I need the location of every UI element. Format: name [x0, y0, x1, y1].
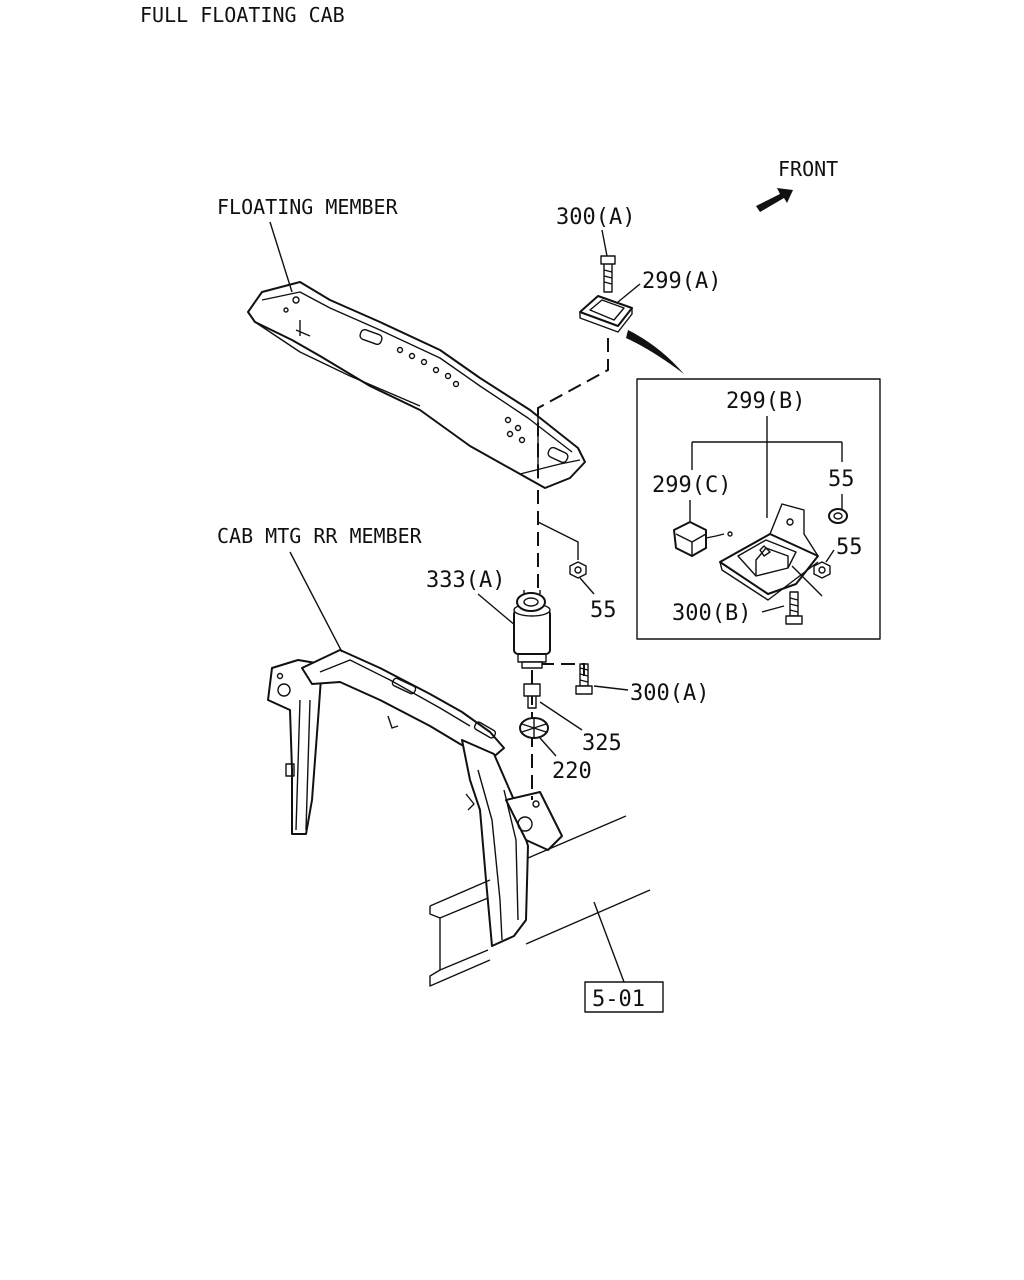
nut-55-inset-top[interactable] [828, 508, 848, 524]
part-325-label: 325 [582, 731, 622, 756]
part-299b-leader [691, 416, 843, 518]
front-label: FRONT [778, 157, 838, 181]
ref-501-box[interactable] [584, 981, 664, 1013]
cab-mtg-rr-member[interactable] [267, 649, 563, 947]
part-299b-label: 299(B) [726, 389, 805, 414]
floating-member-leader [269, 221, 293, 293]
inset-pointer-icon [626, 330, 684, 374]
part-55-main-label: 55 [590, 598, 617, 623]
part-325-leader [539, 701, 583, 731]
part-300a-mid-leader [593, 685, 629, 691]
bolt-300b[interactable] [785, 591, 803, 625]
chassis-frame-rail[interactable] [429, 815, 651, 987]
part-300b-leader [761, 605, 785, 613]
stopper-299c[interactable] [673, 521, 725, 557]
bolt-300a-mid[interactable] [575, 663, 593, 695]
mount-pad-299a[interactable] [579, 295, 633, 333]
washer-220[interactable] [519, 717, 549, 739]
part-300a-mid-label: 300(A) [630, 681, 709, 706]
part-299a-leader [617, 283, 641, 303]
ref-501-label[interactable]: 5-01 [592, 987, 645, 1012]
part-299a-label: 299(A) [642, 269, 721, 294]
part-55-inset-top-label: 55 [828, 467, 855, 492]
part-300a-top-leader [601, 229, 608, 257]
cab-mtg-rr-member-label: CAB MTG RR MEMBER [217, 524, 423, 548]
floating-member[interactable] [247, 281, 586, 489]
part-55-main-leader [579, 577, 595, 595]
mount-pad-299b[interactable] [719, 503, 823, 601]
part-333a-leader [477, 593, 517, 627]
cab-mtg-rr-member-leader [289, 551, 343, 653]
assembly-line-bolt [540, 663, 585, 676]
part-300b-label: 300(B) [672, 601, 751, 626]
floating-member-label: FLOATING MEMBER [217, 195, 399, 219]
part-299c-label: 299(C) [652, 473, 731, 498]
detail-inset-box [636, 378, 881, 640]
bolt-325[interactable] [523, 683, 541, 709]
page-title: FULL FLOATING CAB [140, 3, 345, 27]
part-300a-top-label: 300(A) [556, 205, 635, 230]
part-220-label: 220 [552, 759, 592, 784]
damper-333a[interactable] [513, 590, 551, 669]
part-55-inset-mid-leader [825, 549, 835, 563]
ref-501-leader [593, 901, 625, 983]
nut-55-inset-mid[interactable] [813, 561, 831, 579]
bolt-300a-top[interactable] [600, 255, 616, 293]
part-55-inset-mid-label: 55 [836, 535, 863, 560]
part-333a-label: 333(A) [426, 568, 505, 593]
nut-55-main[interactable] [569, 561, 587, 579]
part-220-leader [539, 737, 557, 757]
front-arrow-icon [756, 188, 793, 212]
